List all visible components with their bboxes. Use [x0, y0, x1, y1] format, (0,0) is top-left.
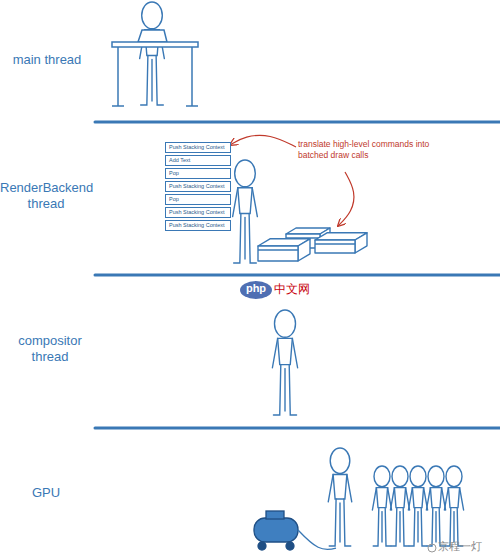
list-item-text: Pop	[169, 196, 227, 203]
band-separator	[95, 274, 500, 277]
list-item-text: Push Stacking Context	[169, 222, 227, 229]
gpu-worker	[426, 466, 445, 546]
thread-label: compositor thread	[8, 333, 92, 366]
display-list-item: Push Stacking Context	[165, 181, 231, 192]
gpu-worker	[372, 466, 391, 546]
waiting-person	[272, 310, 297, 415]
gpu-worker	[408, 466, 427, 546]
sitting-person	[140, 2, 165, 105]
list-item-text: Push Stacking Context	[169, 183, 227, 190]
display-list-item: Push Stacking Context	[165, 207, 231, 218]
display-list-item: Pop	[165, 194, 231, 205]
band-separator	[95, 427, 500, 430]
display-list-item: Push Stacking Context	[165, 142, 231, 153]
draw-call-batch	[258, 239, 310, 261]
air-compressor	[254, 511, 336, 550]
display-list-item: Push Stacking Context	[165, 220, 231, 231]
display-list-item: Pop	[165, 168, 231, 179]
list-item-text: Push Stacking Context	[169, 209, 227, 216]
list-item-text: Pop	[169, 170, 227, 177]
draw-call-batch	[315, 233, 367, 253]
gpu-worker	[390, 466, 409, 546]
worker	[233, 160, 258, 263]
gpu-operator	[328, 448, 352, 546]
list-item-text: Push Stacking Context	[169, 144, 227, 151]
annotation-arrow	[230, 135, 296, 147]
annotation-note: translate high-level commands into batch…	[298, 139, 438, 160]
gpu-worker	[444, 466, 463, 546]
list-item-text: Add Text	[169, 157, 227, 164]
thread-label: RenderBackend thread	[0, 180, 92, 213]
watermark-logo: 中文网	[274, 282, 322, 297]
band-separator	[95, 121, 500, 124]
thread-label: GPU	[20, 485, 72, 501]
annotation-arrow	[338, 172, 354, 226]
desk	[112, 30, 198, 106]
watermark-icon	[428, 544, 436, 552]
thread-label: main thread	[12, 52, 82, 68]
logo-ellipse	[240, 281, 272, 299]
display-list-item: Add Text	[165, 155, 231, 166]
watermark-logo: php	[240, 282, 272, 296]
watermark: 京程一灯	[438, 540, 496, 554]
